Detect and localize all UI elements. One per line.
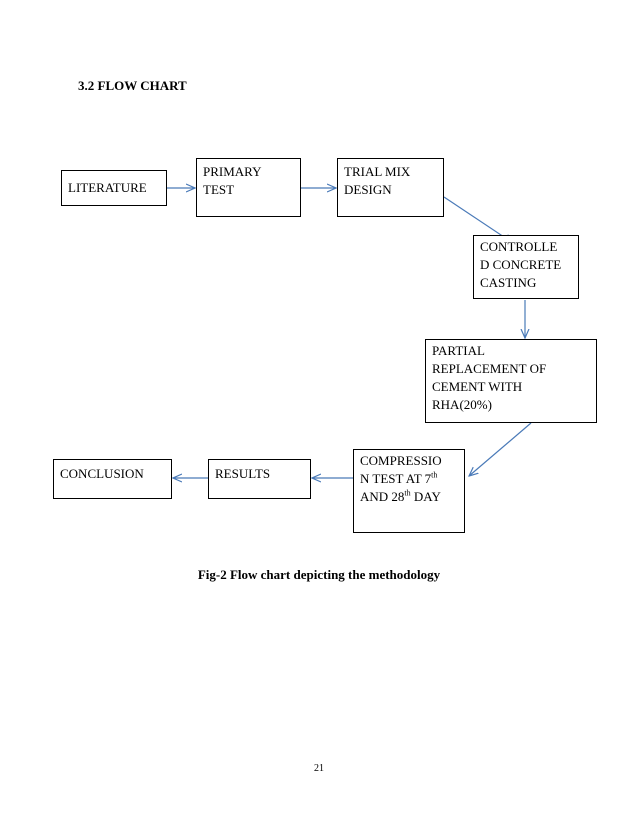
box-compression-test: COMPRESSIO N TEST AT 7th AND 28th DAY: [353, 449, 465, 533]
arrow-partial-to-compression: [469, 422, 532, 476]
page-number: 21: [314, 763, 324, 774]
box-compression-line-1: COMPRESSIO: [360, 453, 442, 468]
box-controlled-concrete-casting: CONTROLLE D CONCRETE CASTING: [473, 235, 579, 299]
box-primary-test: PRIMARY TEST: [196, 158, 301, 217]
box-trial-mix-line-1: TRIAL MIX: [344, 164, 411, 179]
box-controlled-line-2: D CONCRETE: [480, 257, 562, 272]
box-compression-line-2-sup: th: [431, 470, 438, 480]
box-conclusion: CONCLUSION: [53, 459, 172, 499]
box-results-line-1: RESULTS: [215, 466, 271, 481]
box-results: RESULTS: [208, 459, 311, 499]
box-compression-line-3-post: DAY: [410, 489, 441, 504]
box-compression-line-3-pre: AND 28: [360, 489, 405, 504]
box-partial-line-2: REPLACEMENT OF: [432, 361, 547, 376]
section-heading: 3.2 FLOW CHART: [78, 78, 187, 93]
box-controlled-line-1: CONTROLLE: [480, 239, 558, 254]
box-trial-mix-design: TRIAL MIX DESIGN: [337, 158, 444, 217]
box-compression-line-3-sup: th: [404, 488, 411, 498]
box-partial-line-1: PARTIAL: [432, 343, 485, 358]
box-literature: LITERATURE: [61, 170, 167, 206]
box-controlled-line-3: CASTING: [480, 275, 537, 290]
figure-caption: Fig-2 Flow chart depicting the methodolo…: [197, 567, 441, 582]
box-trial-mix-line-2: DESIGN: [344, 182, 392, 197]
box-primary-test-line-1: PRIMARY: [203, 164, 262, 179]
box-compression-line-3: AND 28th DAY: [360, 488, 464, 506]
box-primary-test-line-2: TEST: [203, 182, 235, 197]
box-partial-replacement: PARTIAL REPLACEMENT OF CEMENT WITH RHA(2…: [425, 339, 597, 423]
box-conclusion-line-1: CONCLUSION: [60, 466, 144, 481]
box-compression-line-2: N TEST AT 7th: [360, 470, 464, 488]
box-compression-line-2-text: N TEST AT 7: [360, 471, 432, 486]
box-partial-line-3: CEMENT WITH: [432, 379, 523, 394]
box-literature-line-1: LITERATURE: [68, 180, 147, 195]
box-partial-line-4: RHA(20%): [432, 397, 492, 412]
